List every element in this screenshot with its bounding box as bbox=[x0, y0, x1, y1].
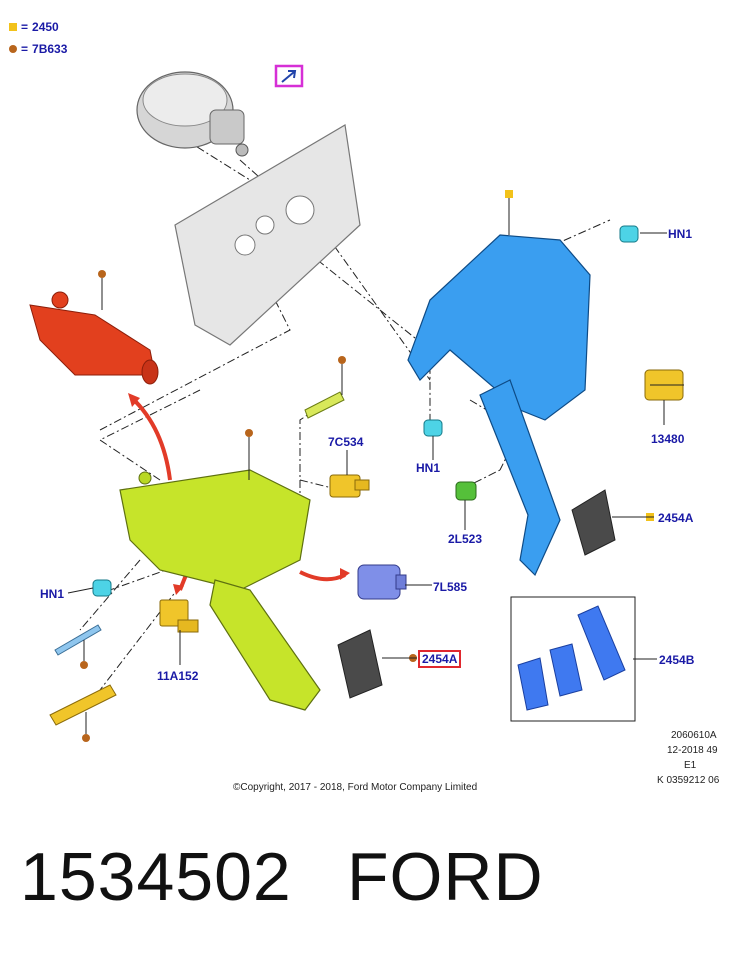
copyright-text: ©Copyright, 2017 - 2018, Ford Motor Comp… bbox=[233, 782, 478, 793]
callout-7C534: 7C534 bbox=[328, 435, 364, 449]
bushing-2L523 bbox=[455, 481, 477, 501]
arrow-head-right bbox=[340, 568, 350, 580]
callout-2L523: 2L523 bbox=[448, 532, 483, 546]
callout-2454A-right: 2454A bbox=[658, 511, 694, 525]
clutch-master-cylinder bbox=[29, 291, 159, 385]
reference-line-4: K 0359212 06 bbox=[657, 775, 720, 786]
highlight-box bbox=[274, 64, 304, 88]
arrow-head-up bbox=[128, 393, 140, 407]
reference-line-1: 2060610A bbox=[671, 730, 717, 741]
clutch-pedal-assembly bbox=[119, 469, 321, 711]
brake-booster bbox=[136, 71, 249, 157]
circle-marker-icon bbox=[9, 45, 17, 53]
pin-bolt bbox=[49, 624, 117, 726]
callout-hn1-top: HN1 bbox=[668, 227, 693, 241]
legend-circle-row: = 7B633 bbox=[9, 42, 67, 56]
legend-equals-1: = bbox=[21, 20, 29, 34]
dash-panel bbox=[174, 124, 361, 346]
square-marker-icon bbox=[9, 23, 17, 31]
clip-hn1-left bbox=[92, 579, 112, 597]
part-number: 1534502 bbox=[20, 839, 292, 915]
callout-13480: 13480 bbox=[651, 432, 685, 446]
switch-11A152 bbox=[159, 599, 199, 633]
brand-name: FORD bbox=[347, 839, 544, 915]
callout-hn1-mid: HN1 bbox=[416, 461, 441, 475]
callout-7L585: 7L585 bbox=[433, 580, 468, 594]
pointer-icon bbox=[281, 70, 297, 83]
callout-2454A-boxed: 2454A bbox=[418, 650, 462, 668]
arrow-head-down bbox=[173, 584, 184, 595]
callout-hn1-left: HN1 bbox=[40, 587, 65, 601]
legend-square-code: 2450 bbox=[32, 20, 59, 34]
marker-circles bbox=[80, 270, 417, 742]
reference-line-3: E1 bbox=[684, 760, 697, 771]
brake-pad-2454A bbox=[571, 489, 616, 556]
clip-hn1-mid bbox=[423, 419, 443, 437]
legend-circle-code: 7B633 bbox=[32, 42, 68, 56]
reference-line-2: 12-2018 49 bbox=[667, 745, 718, 756]
callout-11A152: 11A152 bbox=[157, 669, 199, 683]
brake-pedal-assembly bbox=[407, 234, 591, 577]
pushrod bbox=[304, 391, 345, 419]
legend-square-row: = 2450 bbox=[9, 20, 59, 34]
switch-7C534 bbox=[329, 474, 370, 498]
clip-hn1-top bbox=[619, 225, 639, 243]
sensor-7L585 bbox=[357, 564, 407, 600]
callout-2454B: 2454B bbox=[659, 653, 695, 667]
legend-equals-2: = bbox=[21, 42, 29, 56]
clutch-pad-2454A bbox=[337, 629, 383, 699]
marker-leaders bbox=[67, 198, 684, 734]
pad-set-2454B bbox=[517, 605, 626, 711]
